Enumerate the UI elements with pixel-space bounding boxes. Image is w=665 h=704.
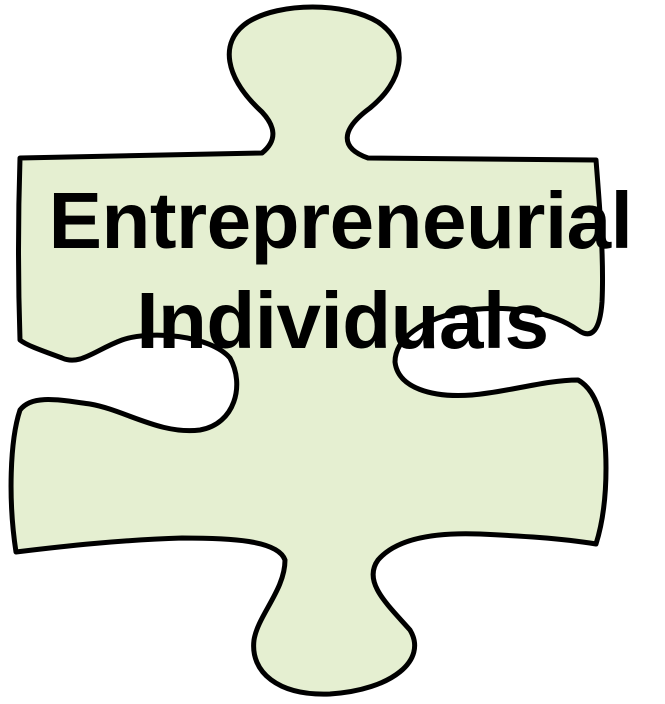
piece-title-line-2: Individuals <box>136 276 549 365</box>
puzzle-piece-shape <box>8 4 609 697</box>
piece-title-line-1: Entrepreneurial <box>48 176 633 265</box>
